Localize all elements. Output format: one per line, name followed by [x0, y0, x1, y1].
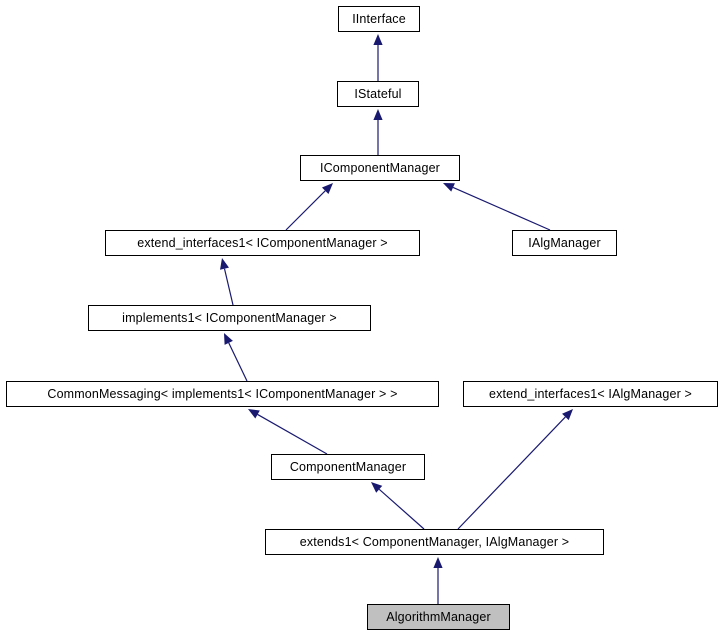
inheritance-arrowhead: [433, 557, 443, 568]
inheritance-arrowhead: [371, 482, 383, 493]
class-node-label: implements1< IComponentManager >: [122, 310, 337, 325]
inheritance-arrowhead: [443, 183, 455, 192]
class-node-iinterface[interactable]: IInterface: [338, 6, 420, 32]
inheritance-edge-line: [457, 416, 566, 530]
class-node-extend-interfaces1-icomponentmanager[interactable]: extend_interfaces1< IComponentManager >: [105, 230, 420, 256]
inheritance-arrowhead: [373, 34, 383, 45]
class-node-label: IStateful: [354, 86, 402, 101]
inheritance-edge-line: [223, 268, 234, 306]
class-node-extends1-componentmanager-ialgmanager[interactable]: extends1< ComponentManager, IAlgManager …: [265, 529, 604, 555]
inheritance-edge-line: [452, 186, 551, 231]
class-node-componentmanager[interactable]: ComponentManager: [271, 454, 425, 480]
inheritance-edge-line: [257, 413, 328, 455]
inheritance-arrowhead: [224, 333, 233, 345]
class-node-commonmessaging[interactable]: CommonMessaging< implements1< IComponent…: [6, 381, 439, 407]
class-node-label: AlgorithmManager: [386, 609, 491, 624]
class-node-label: IComponentManager: [320, 160, 440, 175]
class-node-label: IAlgManager: [528, 235, 601, 250]
inheritance-arrowhead: [321, 183, 333, 195]
class-node-label: IInterface: [352, 11, 406, 26]
class-node-extend-interfaces1-ialgmanager[interactable]: extend_interfaces1< IAlgManager >: [463, 381, 718, 407]
class-node-istateful[interactable]: IStateful: [337, 81, 419, 107]
class-node-label: CommonMessaging< implements1< IComponent…: [47, 386, 398, 401]
inheritance-arrowhead: [220, 258, 229, 270]
class-node-label: extend_interfaces1< IComponentManager >: [137, 235, 388, 250]
inheritance-arrowhead: [248, 409, 260, 419]
inheritance-edge-line: [228, 342, 248, 382]
inheritance-edge-line: [378, 488, 425, 530]
class-node-label: extend_interfaces1< IAlgManager >: [489, 386, 692, 401]
class-node-label: extends1< ComponentManager, IAlgManager …: [299, 534, 570, 549]
inheritance-arrowhead: [562, 409, 573, 421]
inheritance-edge-line: [285, 190, 326, 231]
class-node-label: ComponentManager: [289, 459, 407, 474]
class-node-icomponentmanager[interactable]: IComponentManager: [300, 155, 460, 181]
class-node-algorithmmanager[interactable]: AlgorithmManager: [367, 604, 510, 630]
class-node-implements1-icomponentmanager[interactable]: implements1< IComponentManager >: [88, 305, 371, 331]
class-node-ialgmanager[interactable]: IAlgManager: [512, 230, 617, 256]
inheritance-arrowhead: [373, 109, 383, 120]
